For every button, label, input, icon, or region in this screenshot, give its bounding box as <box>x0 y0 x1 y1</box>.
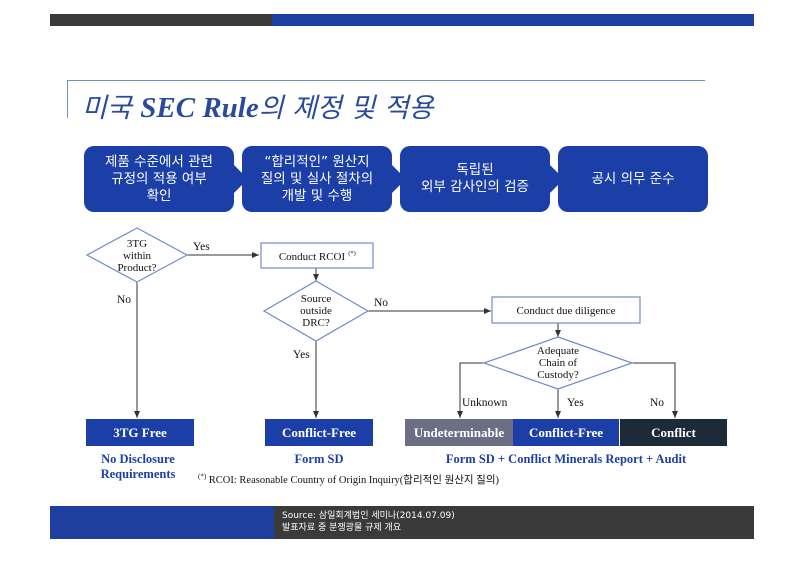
outcome-3tg-free: 3TG Free <box>86 419 194 446</box>
outcome-conflict: Conflict <box>620 419 727 446</box>
process-rcoi-box <box>260 242 374 269</box>
label-custody-unknown: Unknown <box>462 397 508 409</box>
footnote-text: RCOI: Reasonable Country of Origin Inqui… <box>206 475 499 486</box>
outcome-conflict-free-sd: Conflict-Free <box>265 419 373 446</box>
decision-3tg-line1: 3TG <box>127 238 147 250</box>
arrow-custody-unknown <box>457 362 484 418</box>
step-box-2: “합리적인” 원산지 질의 및 실사 절차의 개발 및 수행 <box>242 146 406 212</box>
bottom-bar-blue <box>50 506 274 539</box>
process-rcoi-label: Conduct RCOI <box>279 251 346 263</box>
outcome-undeterminable: Undeterminable <box>405 419 513 446</box>
top-bar-dark <box>50 14 272 26</box>
label-3tg-no: No <box>117 294 131 306</box>
title-rule-vertical <box>67 80 68 118</box>
decision-source-line2: outside <box>300 305 332 317</box>
decision-source-diamond <box>262 280 370 342</box>
decision-custody-line3: Custody? <box>537 369 579 381</box>
label-3tg-yes: Yes <box>193 241 210 253</box>
decision-source-line1: Source <box>301 293 332 305</box>
decision-custody-line1: Adequate <box>537 345 579 357</box>
slide-title-prefix: 미국 <box>82 93 141 124</box>
process-dd-box <box>491 296 641 324</box>
label-source-no: No <box>374 297 388 309</box>
slide-title-suffix: 의 제정 및 적용 <box>258 93 434 124</box>
slide-title-emphasis: SEC Rule <box>140 92 259 124</box>
label-source-yes: Yes <box>293 349 310 361</box>
decision-custody-diamond <box>482 336 634 390</box>
process-rcoi-mark: (*) <box>348 250 356 257</box>
process-dd-label: Conduct due diligence <box>517 305 616 317</box>
decision-3tg-line3: Product? <box>117 262 156 274</box>
decision-3tg-diamond <box>85 227 189 283</box>
footnote-mark: (*) <box>198 472 207 481</box>
source-footer: Source: 삼일회계법인 세미나(2014.07.09) 발표자료 중 분쟁… <box>274 506 754 539</box>
title-rule <box>67 80 705 81</box>
slide-title: 미국 SEC Rule의 제정 및 적용 <box>82 86 434 125</box>
label-custody-no: No <box>650 397 664 409</box>
step-box-3: 독립된 외부 감사인의 검증 <box>400 146 564 212</box>
label-custody-yes: Yes <box>567 397 584 409</box>
label-no-disclosure: No Disclosure Requirements <box>100 452 176 481</box>
decision-3tg-line2: within <box>123 250 152 262</box>
label-form-sd: Form SD <box>294 452 344 466</box>
decision-source-line3: DRC? <box>302 317 330 329</box>
label-form-sd-report-audit: Form SD + Conflict Minerals Report + Aud… <box>445 452 687 466</box>
decision-custody-line2: Chain of <box>539 357 578 369</box>
top-bar-blue <box>272 14 754 26</box>
arrow-custody-no <box>632 362 678 418</box>
footnote: (*) RCOI: Reasonable Country of Origin I… <box>198 472 499 487</box>
outcome-conflict-free-report: Conflict-Free <box>513 419 619 446</box>
step-box-4: 공시 의무 준수 <box>558 146 708 212</box>
